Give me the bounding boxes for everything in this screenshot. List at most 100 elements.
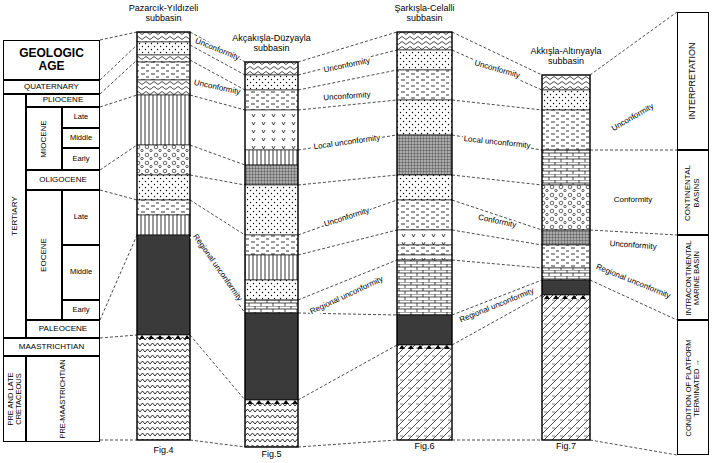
contact-label: Local unconformity [462,135,532,151]
rock-layer [245,110,298,150]
rock-layer [245,255,298,280]
thrust-mark [247,400,253,404]
age-band: OLIGOCENE [26,170,100,190]
correlation-line [190,200,245,235]
band-label: INTRACONTINENTAL MARINE BASIN [685,237,702,318]
correlation-line [452,200,542,230]
rock-layer [397,315,452,345]
correlation-line [100,235,137,320]
correlation-line [298,32,397,62]
thrust-mark [399,345,405,349]
age-band-vertical: CONDITION OF PLATFORM TERMINATED → [677,320,709,455]
rock-layer [542,280,590,295]
rock-layer [245,235,298,255]
correlation-line [190,335,245,400]
age-band: Late [62,190,100,245]
correlation-line [590,440,677,455]
column-outline [542,75,590,440]
age-band: PLIOCENE [26,94,100,107]
rock-layer [397,50,452,70]
correlation-line [452,260,542,268]
band-label: CONTINENTAL BASINS [684,152,702,233]
rock-layer [245,300,298,313]
rock-layer [542,295,590,440]
rock-layer [245,280,298,300]
correlation-line [298,100,397,110]
thrust-mark [426,345,432,349]
band-label: PLIOCENE [41,96,85,105]
contact-label: Unconformity [472,59,522,81]
age-band-vertical: INTERPRETATION [677,12,709,150]
rock-layer [397,175,452,200]
band-label: CONDITION OF PLATFORM TERMINATED → [685,322,702,453]
correlation-line [190,440,245,447]
band-label: TERTIARY [10,96,19,336]
correlation-line [298,70,397,90]
correlation-line [590,150,677,151]
thrust-mark [166,335,172,339]
correlation-line [190,145,245,165]
age-band-vertical: PRE AND LATE CRETACEOUS [3,356,26,442]
correlation-line [100,32,137,40]
correlation-line [452,175,542,185]
band-label: Early [70,155,91,163]
band-label: OLIGOCENE [37,176,89,185]
contact-label: Unconformity [192,79,242,98]
correlation-line [452,100,542,110]
band-label: PRE-MAASTRICHTIAN [59,358,67,440]
rock-layer [542,75,590,90]
age-band-vertical: MIOCENE [26,107,62,170]
thrust-mark [265,400,271,404]
correlation-line [298,175,397,185]
rock-layer [397,135,452,175]
contact-label: Conformity [613,196,654,205]
column-title: Akçakışla-Düzyayla subbasin [220,34,323,54]
rock-layer [397,32,452,50]
column-title: Şarkışla-Celalli subbasin [373,4,476,24]
correlation-line [298,200,397,235]
correlation-line [590,12,677,75]
thrust-mark [148,335,154,339]
rock-layer [542,230,590,245]
band-label: PRE AND LATE CRETACEOUS [6,358,23,440]
rock-layer [137,335,190,440]
thrust-mark [444,345,450,349]
contact-label: Unconformity [610,102,657,134]
subbasin-column: Pazarcık-Yıldızeli subbasinFig.4 [112,4,215,456]
age-band-vertical: TERTIARY [3,94,26,338]
thrust-mark [139,335,145,339]
rock-layer [137,55,190,62]
band-label: MAASTRICHTIAN [17,343,86,352]
band-label: Late [72,213,91,221]
rock-layer [137,95,190,145]
rock-layer [137,42,190,55]
correlation-line [100,45,137,80]
correlation-line [452,230,542,245]
rock-layer [245,165,298,185]
correlation-line [452,135,542,150]
age-band: QUATERNARY [3,80,100,94]
thrust-mark [157,335,163,339]
contact-label: Regional unconformity [308,275,386,317]
rock-layer [137,200,190,215]
subbasin-column: Akçakışla-Düzyayla subbasinFig.5 [220,34,323,460]
rock-layer [245,185,298,235]
rock-layer [542,185,590,230]
correlation-line [190,175,245,185]
correlation-line [100,145,137,170]
thrust-mark [580,295,586,299]
correlation-line [298,50,397,75]
correlation-line [298,440,397,447]
band-label: GEOLOGIC AGE [4,47,99,73]
rock-layer [397,100,452,135]
rock-layer [245,150,298,165]
thrust-mark [184,335,190,339]
band-label: Late [72,113,91,121]
column-outline [397,32,452,440]
thrust-mark [435,345,441,349]
band-label: MIOCENE [40,109,49,168]
thrust-mark [417,345,423,349]
contact-label: Unconformity [608,240,658,252]
rock-layer [137,175,190,200]
